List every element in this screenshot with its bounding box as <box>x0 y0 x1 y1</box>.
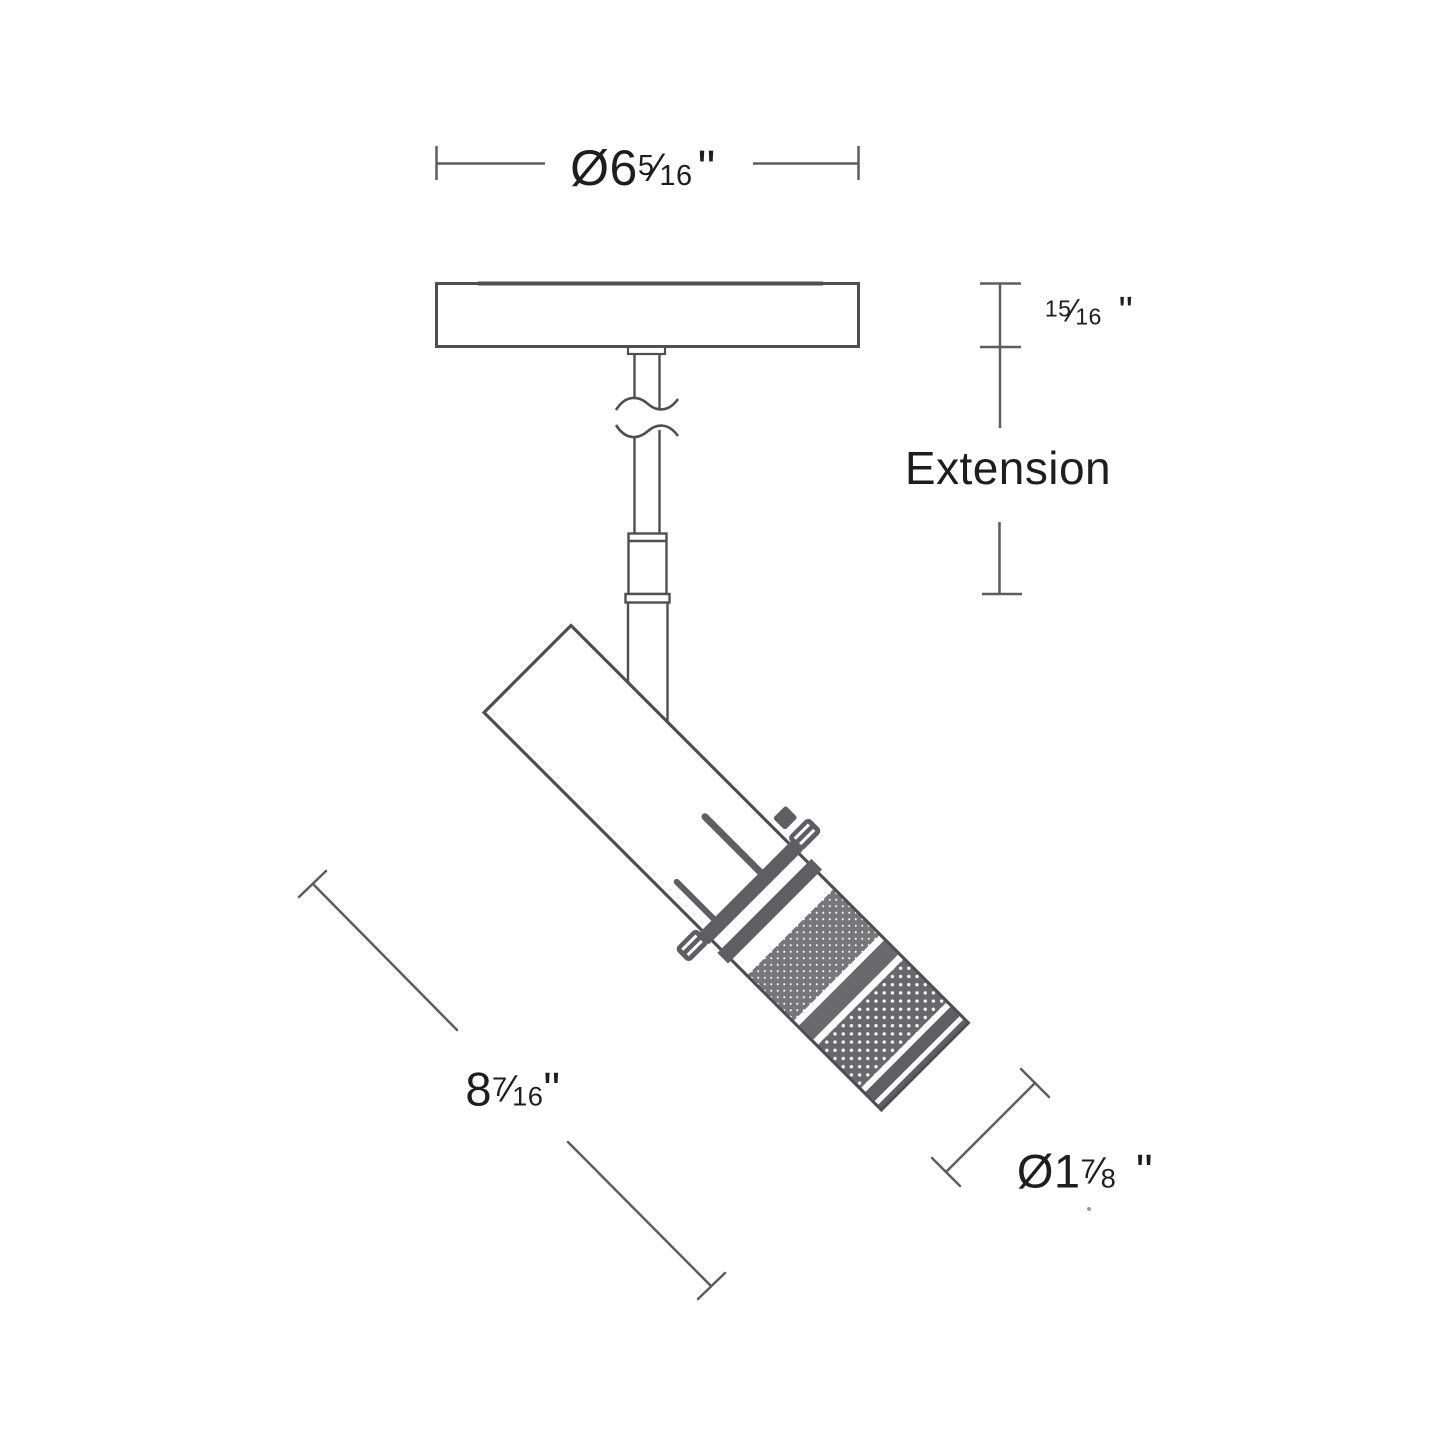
inch-mark: " <box>543 1062 561 1116</box>
dimension-lines <box>297 146 1051 1301</box>
fraction-numerator: 5 <box>637 150 655 183</box>
canopy-diameter-value: Ø6 <box>570 140 638 196</box>
ceiling-canopy <box>435 281 860 348</box>
head-diameter-label: Ø17⁄8 " <box>1017 1144 1153 1199</box>
fraction-numerator: 7 <box>1080 1153 1097 1185</box>
swivel-collar-flange <box>624 592 671 604</box>
fraction-denominator: 16 <box>659 160 693 192</box>
fraction-slash: ⁄ <box>1070 292 1077 329</box>
canopy-height-label: 15⁄16 " <box>1045 290 1133 335</box>
canopy-body <box>435 282 860 348</box>
dim-line <box>311 882 459 1032</box>
thumbscrew-upper <box>789 818 821 851</box>
stem-break-lower <box>614 424 680 439</box>
fraction-numerator: 15 <box>1044 295 1072 322</box>
fixture-length-label: 87⁄16" <box>465 1062 560 1117</box>
fraction-denominator: 16 <box>512 1080 544 1112</box>
fraction-slash: ⁄ <box>653 146 661 190</box>
fraction-numerator: 7 <box>492 1071 508 1103</box>
fraction-slash: ⁄ <box>1095 1149 1102 1192</box>
hang-stem <box>614 345 680 723</box>
smooth-ring-middle <box>799 940 899 1040</box>
canopy-diameter-label: Ø65⁄16" <box>570 139 716 197</box>
dim-line <box>944 1081 1037 1174</box>
fraction-slash: ⁄ <box>506 1067 514 1110</box>
head-outline <box>481 623 971 1113</box>
set-screw-nub <box>773 806 797 830</box>
knurl-ring-fine <box>748 889 879 1021</box>
extension-label: Extension <box>904 442 1112 494</box>
dim-head-diameter <box>930 1067 1051 1188</box>
dim-line <box>566 1140 713 1288</box>
fraction-denominator: 16 <box>1075 303 1102 330</box>
dim-tick <box>696 1271 727 1301</box>
end-rim <box>878 1019 968 1109</box>
inch-mark: " <box>697 140 716 196</box>
end-ring <box>865 1006 960 1102</box>
dim-fixture-length <box>297 869 727 1301</box>
spotlight-head <box>481 623 971 1113</box>
thumbscrew-lower <box>676 929 708 962</box>
swivel-collar <box>627 532 668 603</box>
clamp-slit-dash-upper <box>701 813 766 877</box>
stem-break-upper <box>614 396 680 411</box>
dim-tick <box>930 1156 962 1188</box>
dim-canopy-height-extension <box>980 282 1022 596</box>
stray-dot <box>1087 1207 1091 1211</box>
knurl-ring-coarse <box>818 959 947 1088</box>
dim-canopy-diameter <box>435 146 860 180</box>
head-diameter-value: Ø1 <box>1016 1144 1081 1198</box>
inch-mark: " <box>1118 289 1134 334</box>
clamp-slit-dash-lower <box>673 878 717 922</box>
clamp-ring-rear <box>717 858 823 964</box>
fraction-denominator: 8 <box>1100 1162 1117 1194</box>
inch-mark: " <box>1136 1144 1154 1198</box>
fixture-length-value: 8 <box>465 1062 493 1116</box>
clamp-ring-front <box>698 839 803 945</box>
